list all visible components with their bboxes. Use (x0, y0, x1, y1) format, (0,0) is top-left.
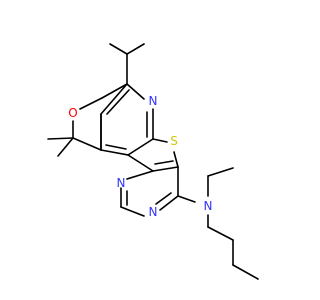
bond-c-to-amine (177, 195, 196, 203)
molecule-canvas: O N S N N N (0, 0, 300, 300)
bond-py-4 (127, 138, 154, 156)
bond-cq-methyl-1 (47, 137, 74, 140)
bond-cq-to-ch2 (72, 137, 102, 151)
bond-py-1 (100, 83, 128, 115)
bond-amine-butyl-4 (232, 264, 259, 280)
bond-pm-1 (126, 170, 154, 180)
atom-label-oxygen: O (68, 106, 77, 120)
molecule-structure-diagram: O N S N N N (0, 0, 300, 300)
atom-label-nitrogen-pyrimidine-bottom: N (149, 205, 158, 219)
bond-ch2-to-o (79, 97, 103, 110)
bond-th-3 (152, 166, 179, 172)
background (0, 0, 300, 300)
bond-pm-4 (159, 195, 179, 211)
bond-amine-butyl-2 (207, 226, 234, 241)
bond-ch2-to-ring (101, 83, 128, 99)
bond-th-4 (127, 154, 154, 172)
bond-pm-3 (120, 206, 145, 217)
bond-th-2 (173, 151, 179, 168)
bond-py-2 (126, 83, 145, 100)
bond-pm-4-double (155, 192, 172, 205)
bond-isopropyl-left (109, 43, 128, 55)
atom-label-nitrogen-amine: N (204, 199, 213, 213)
atom-label-sulfur: S (170, 134, 178, 148)
bond-cq-methyl-2 (57, 137, 74, 157)
bond-py-1-double (106, 89, 130, 115)
bond-py-5 (100, 149, 129, 156)
atom-label-nitrogen-pyridine: N (149, 94, 158, 108)
bond-th-1 (152, 138, 168, 143)
bond-th-3-double (154, 160, 174, 165)
bond-amine-ethyl-2 (207, 167, 234, 177)
bond-isopropyl-right (126, 43, 145, 55)
bond-py-5-double (105, 144, 127, 150)
atom-label-nitrogen-pyrimidine-top: N (117, 176, 126, 190)
